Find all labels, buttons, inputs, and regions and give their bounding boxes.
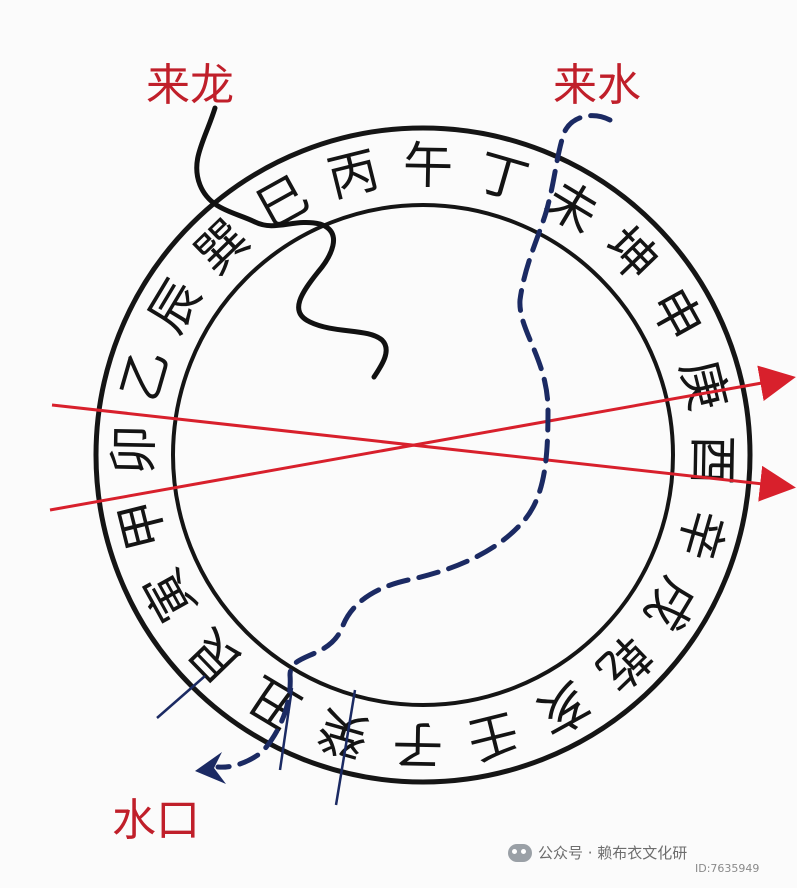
dragon-line: [194, 105, 389, 380]
ring-char: 壬: [462, 701, 525, 769]
outer-ring: [93, 125, 753, 785]
ring-char: 丁: [471, 142, 535, 212]
watermark-id: ID:7635949: [695, 862, 760, 875]
water-in-label: 来水: [553, 60, 641, 111]
separator-line-1: [156, 675, 206, 719]
ring-char: 午: [402, 137, 453, 196]
water-line: [215, 113, 613, 770]
watermark-text: 公众号 · 赖布衣文化研: [538, 844, 688, 862]
watermark: 公众号 · 赖布衣文化研: [508, 842, 687, 863]
ring-char: 亥: [527, 670, 599, 745]
wechat-icon: [508, 843, 532, 862]
axis-line-1: [51, 403, 796, 502]
ring-char: 寅: [133, 559, 208, 631]
axis-line-2: [49, 365, 796, 512]
ring-characters: 未坤申庚酉辛戌乾亥壬子癸丑艮寅甲卯乙辰巽巳丙午丁: [105, 137, 742, 774]
water-outlet-arrow-icon: [195, 752, 226, 784]
ring-char: 辛: [666, 503, 736, 567]
ring-char: 丙: [322, 140, 385, 208]
water-out-label: 水口: [112, 795, 200, 846]
ring-char: 巳: [247, 165, 319, 240]
ring-char: 庚: [669, 354, 737, 417]
ring-char: 甲: [108, 494, 176, 557]
ring-char: 申: [638, 279, 713, 351]
ring-char: 乙: [110, 343, 180, 407]
dragon-label: 来龙: [146, 60, 234, 111]
separator-line-3: [334, 689, 357, 806]
ring-char: 卯: [105, 424, 164, 475]
ring-char: 子: [392, 715, 443, 774]
inner-ring: [171, 203, 675, 707]
